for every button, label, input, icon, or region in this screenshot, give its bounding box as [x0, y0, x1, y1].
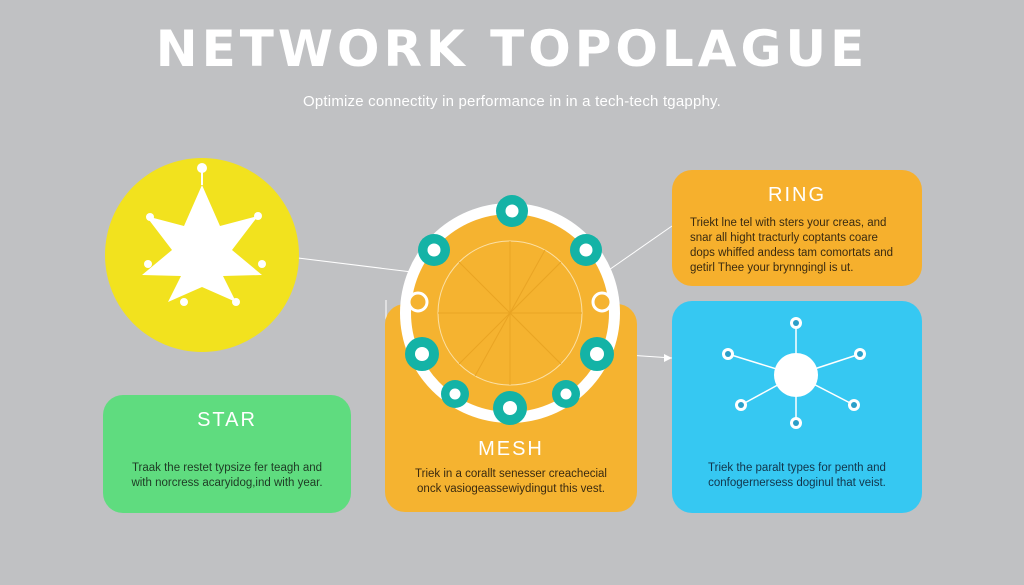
network-hub-graphic — [722, 317, 866, 429]
page-title: NETWORK TOPOLAGUE — [155, 20, 869, 78]
star-card-text: Traak the restet typsize fer teagh and w… — [131, 462, 323, 489]
star-shape — [142, 185, 262, 302]
network-hub — [774, 353, 818, 397]
ring-card-title: RING — [768, 184, 826, 206]
star-icon — [142, 163, 266, 306]
network-card: Triek the paralt types for penth and con… — [672, 301, 922, 513]
star-node — [258, 260, 266, 268]
network-card-text: Triek the paralt types for penth and con… — [708, 462, 886, 489]
page-subtitle: Optimize connectity in performance in in… — [303, 93, 721, 110]
mesh-card-text: Triek in a corallt senesser creachecial … — [415, 468, 607, 495]
star-node — [197, 163, 207, 173]
star-node — [254, 212, 262, 220]
mesh-card: MESH Triek in a corallt senesser creache… — [385, 304, 637, 512]
connector-star-to-ring — [297, 257, 413, 273]
connector-ring-to-ringcard — [605, 225, 673, 273]
mesh-card-title: MESH — [478, 438, 544, 460]
star-node — [180, 298, 188, 306]
star-node — [232, 298, 240, 306]
connector-arrowhead — [664, 354, 672, 362]
star-node — [144, 260, 152, 268]
star-card-title: STAR — [197, 409, 257, 431]
ring-card: RING Triekt lne tel with sters your crea… — [672, 170, 922, 286]
ring-card-text: Triekt lne tel with sters your creas, an… — [690, 217, 894, 274]
star-card: STAR Traak the restet typsize fer teagh … — [103, 395, 351, 513]
star-node — [146, 213, 154, 221]
